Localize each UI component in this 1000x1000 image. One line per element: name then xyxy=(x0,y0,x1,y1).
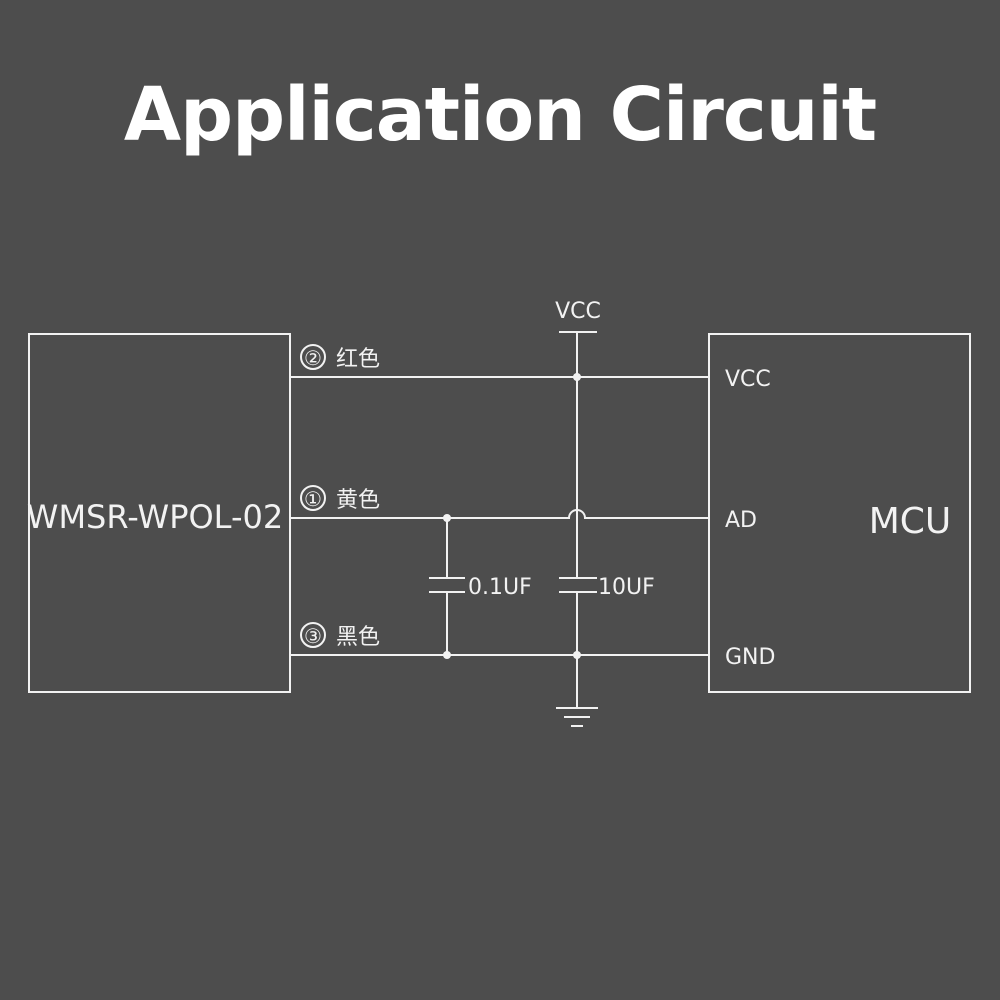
mcu-pin-vcc: VCC xyxy=(725,367,771,392)
page-title: Application Circuit xyxy=(123,72,877,158)
mcu-pin-ad: AD xyxy=(725,508,757,533)
junction-dot-ad xyxy=(443,514,451,522)
wire-number-circle-3 xyxy=(300,622,326,648)
supply-vcc-label: VCC xyxy=(555,299,601,324)
cap-10uf-label: 10UF xyxy=(598,575,655,600)
junction-dot-gnd-2 xyxy=(573,651,581,659)
mcu-box xyxy=(708,333,971,693)
sensor-label: WMSR-WPOL-02 xyxy=(27,498,283,536)
wire-number-1: ① xyxy=(304,487,322,511)
mcu-label: MCU xyxy=(869,501,952,542)
junction-dot-vcc xyxy=(573,373,581,381)
sensor-box xyxy=(28,333,291,693)
wire-number-2: ② xyxy=(304,346,322,370)
mcu-pin-gnd: GND xyxy=(725,645,775,670)
wire-color-yellow: 黄色 xyxy=(336,488,380,513)
wire-number-circle-2 xyxy=(300,344,326,370)
wire-number-circle-1 xyxy=(300,485,326,511)
wire-color-red: 红色 xyxy=(336,347,380,372)
wire-number-3: ③ xyxy=(304,624,322,648)
wire-color-black: 黑色 xyxy=(336,625,380,650)
cap-01uf-label: 0.1UF xyxy=(468,575,532,600)
junction-dot-gnd-1 xyxy=(443,651,451,659)
